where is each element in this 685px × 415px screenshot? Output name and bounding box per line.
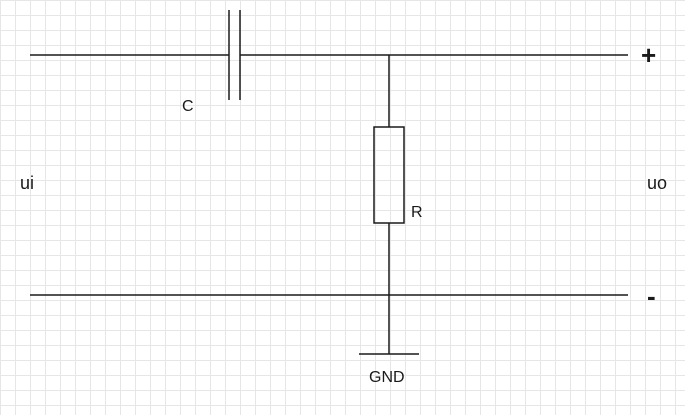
minus-terminal-label: - xyxy=(647,281,656,311)
resistor-body xyxy=(373,126,405,224)
plus-terminal-label: + xyxy=(641,40,657,70)
input-voltage-label: ui xyxy=(20,173,35,193)
output-voltage-label: uo xyxy=(647,173,668,193)
ground-label: GND xyxy=(369,369,405,386)
resistor-label: R xyxy=(411,204,423,221)
capacitor-label: C xyxy=(182,98,194,115)
